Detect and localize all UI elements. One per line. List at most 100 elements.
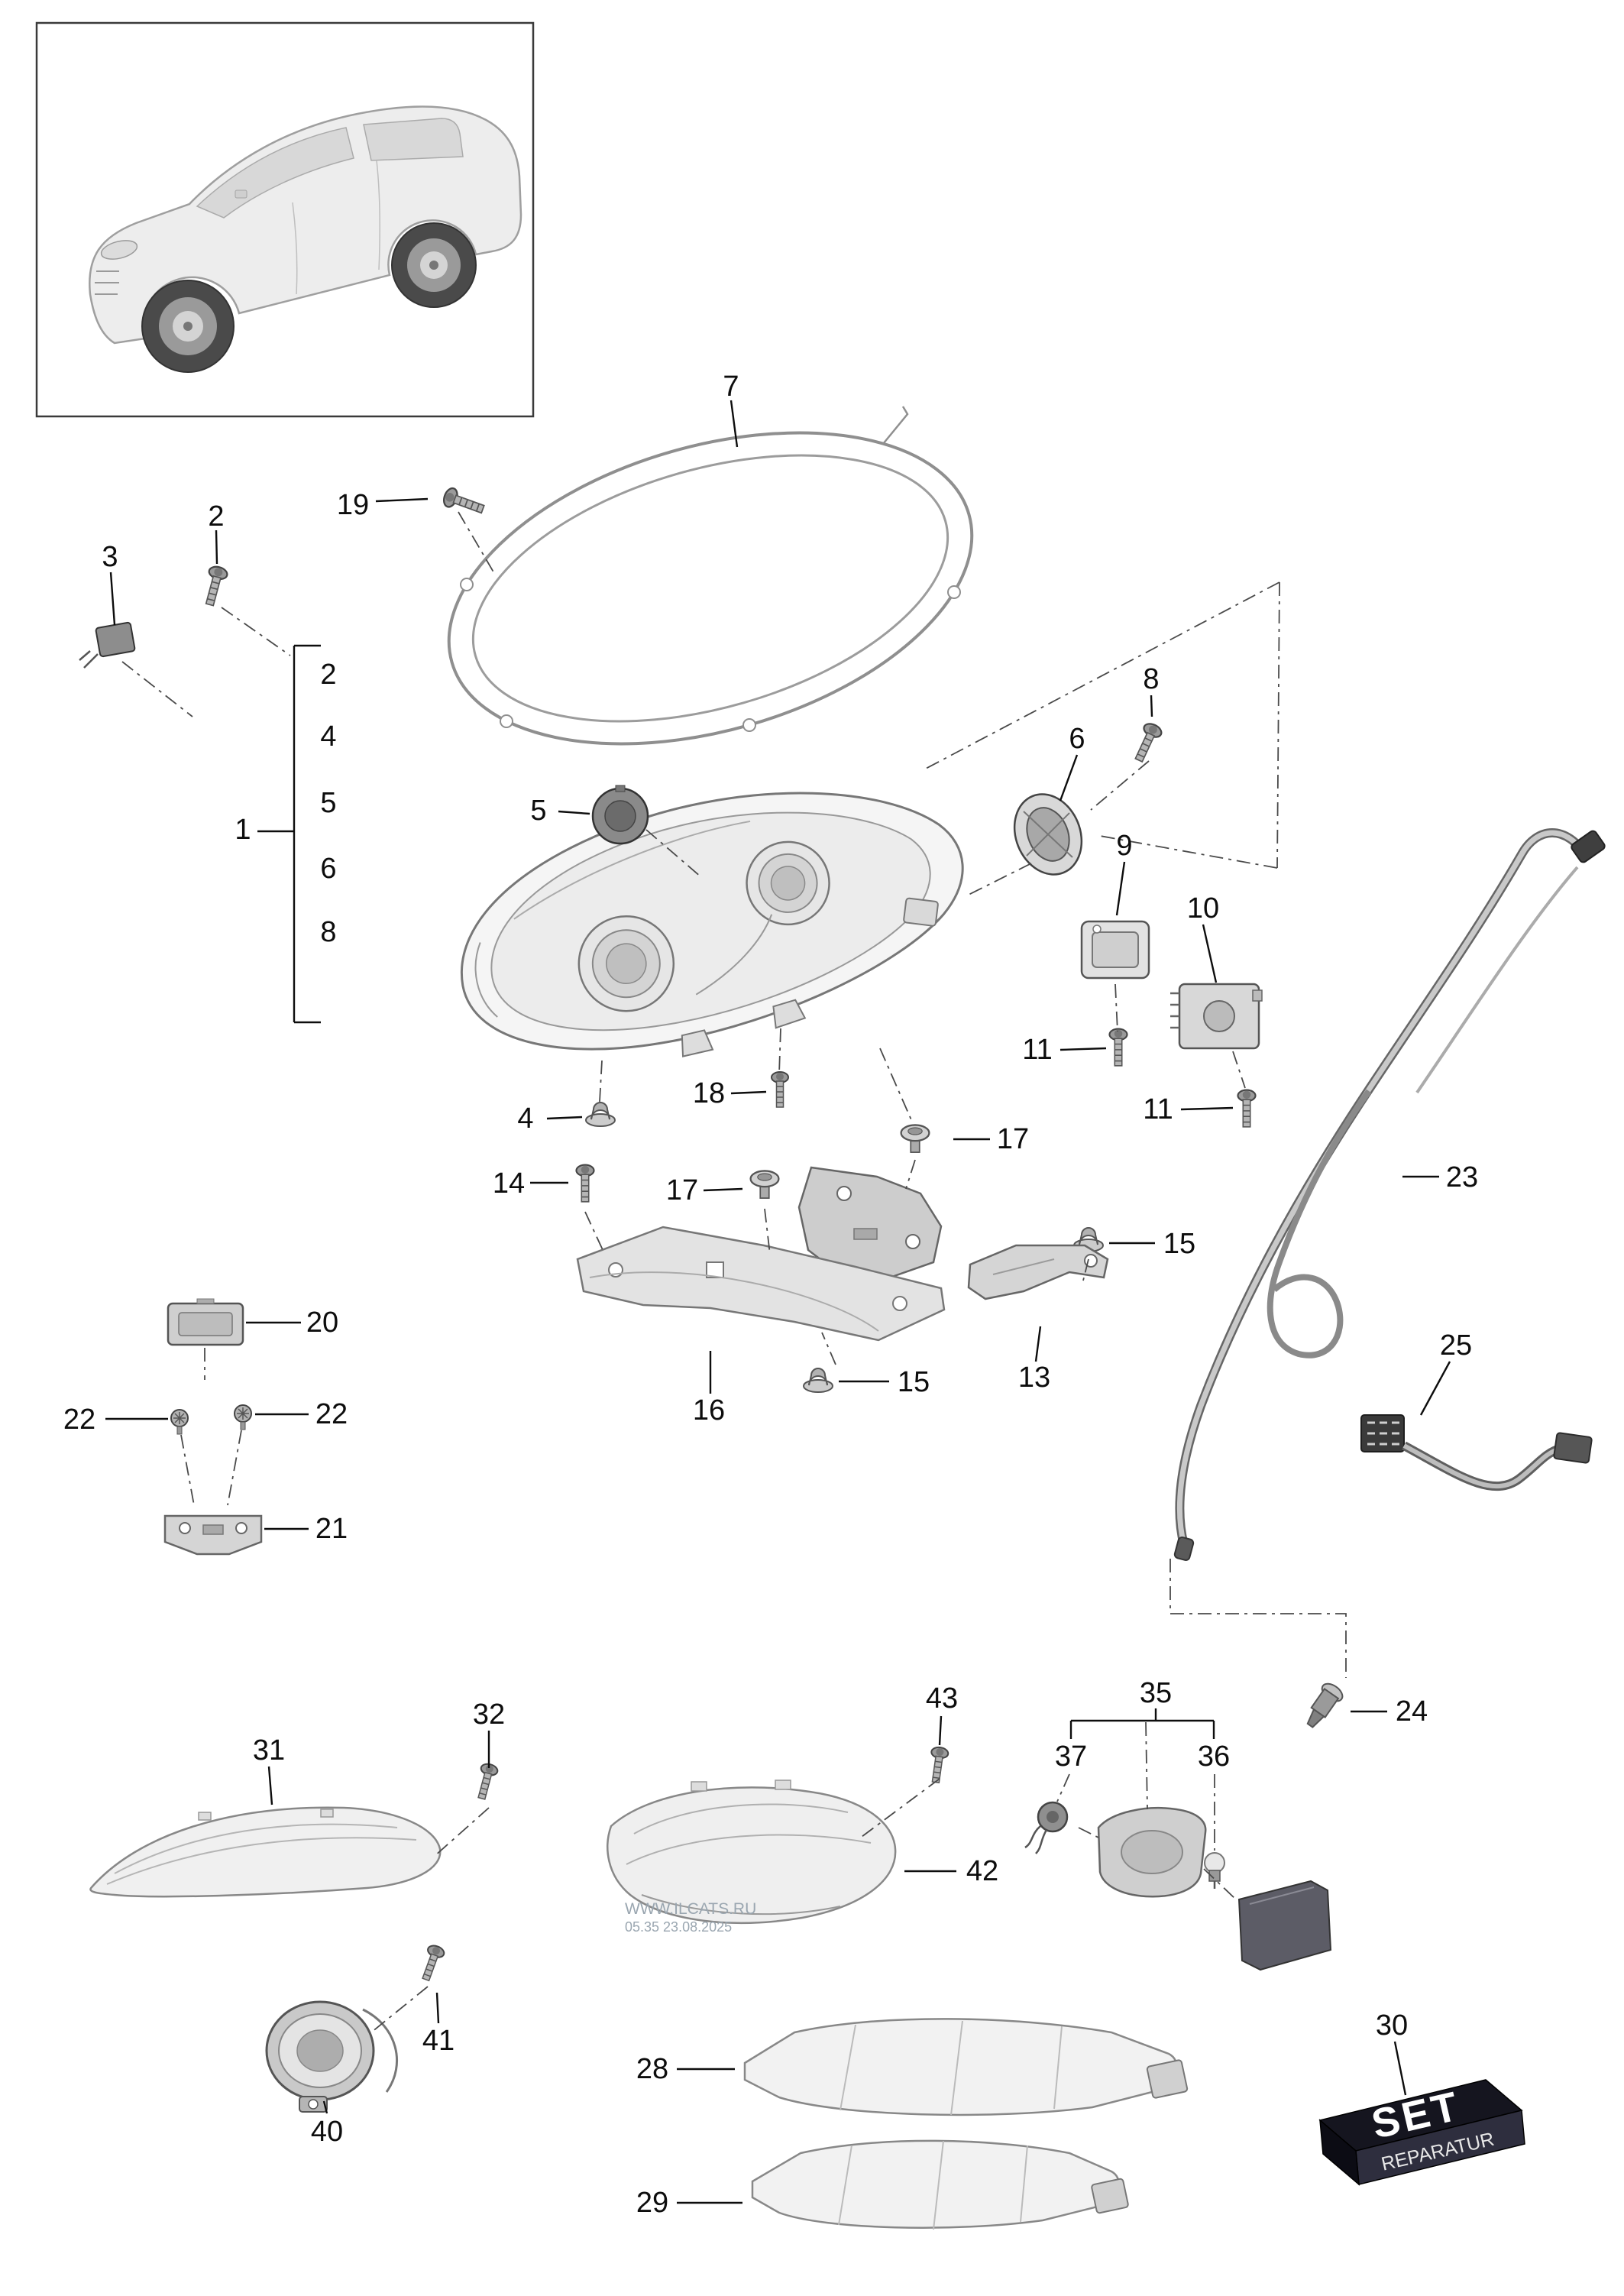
group1-item-2[interactable]: 2 [320,659,336,691]
grommet-17-left [749,1170,780,1200]
screw-22-right [234,1404,252,1430]
screw-22-left [170,1409,189,1435]
callout-23[interactable]: 23 [1446,1161,1478,1193]
callout-17-right[interactable]: 17 [997,1123,1029,1155]
callout-14[interactable]: 14 [493,1167,525,1200]
callout-18[interactable]: 18 [693,1077,725,1109]
grommet-17-right [900,1124,930,1154]
bracket-3 [79,621,136,669]
screw-11-right [1237,1089,1257,1128]
watermark-line1: WWW.ILCATS.RU [625,1900,756,1918]
callout-36[interactable]: 36 [1198,1741,1230,1773]
callout-41[interactable]: 41 [422,2025,455,2057]
bracket-13 [967,1244,1109,1300]
callout-11-right[interactable]: 11 [1143,1093,1173,1125]
construction-lines [121,511,1347,2033]
callout-31[interactable]: 31 [253,1734,285,1767]
control-module-9 [1080,920,1150,980]
cap-6 [1013,793,1083,876]
callout-42[interactable]: 42 [966,1855,998,1887]
callout-43[interactable]: 43 [926,1682,958,1715]
lamp-holder-35 [1097,1807,1207,1898]
callout-22-right[interactable]: 22 [315,1398,348,1430]
screw-8 [1129,720,1165,766]
bracket-16-upper [797,1166,943,1279]
callout-11-left[interactable]: 11 [1022,1034,1052,1066]
screw-14 [575,1164,595,1203]
front-lamp-42 [607,1779,897,1924]
headlamp-trim-ring [447,406,974,746]
watermark-line2: 05.35 23.08.2025 [625,1919,732,1935]
watermark: WWW.ILCATS.RU 05.35 23.08.2025 [625,1900,756,1935]
group1-item-5[interactable]: 5 [320,787,336,819]
repair-connector-25 [1360,1414,1593,1491]
cable-harness-23 [1173,828,1606,1561]
callout-labels: 7 19 2 3 1 2 4 5 6 8 5 6 8 9 10 11 11 18… [63,371,1478,2219]
drl-strip-28 [743,2018,1189,2116]
callout-16[interactable]: 16 [693,1394,725,1426]
callout-8[interactable]: 8 [1143,663,1159,695]
callout-28[interactable]: 28 [636,2053,668,2085]
headlamp-connector-tab [903,897,939,927]
bracket-16-lower [576,1226,946,1342]
callout-19[interactable]: 19 [337,489,369,521]
callout-35[interactable]: 35 [1140,1677,1172,1709]
screw-11-left [1108,1028,1128,1067]
callout-9[interactable]: 9 [1116,830,1132,862]
screw-41 [417,1942,447,1983]
vehicle-illustration [89,105,522,373]
socket-37 [1024,1801,1069,1854]
callout-22-left[interactable]: 22 [63,1404,95,1436]
callout-25[interactable]: 25 [1440,1329,1472,1362]
headlamp-assembly [461,792,964,1057]
leader-lines [105,400,1451,2204]
harness-tip [1173,1537,1195,1561]
bulb-24 [1306,1682,1344,1728]
callout-7[interactable]: 7 [723,371,739,403]
bracket-21 [163,1514,263,1556]
screw-32 [472,1761,500,1802]
group1-item-8[interactable]: 8 [320,916,336,948]
callout-6[interactable]: 6 [1069,723,1085,755]
callout-13[interactable]: 13 [1018,1362,1050,1394]
mounting-lug-left [681,1029,714,1057]
group1-item-6[interactable]: 6 [320,853,336,885]
callout-4[interactable]: 4 [517,1103,533,1135]
screw-43 [926,1745,950,1785]
callout-32[interactable]: 32 [473,1699,505,1731]
control-module-10 [1170,983,1263,1050]
nut-4 [585,1102,616,1127]
bulb-36 [1204,1852,1225,1889]
callout-15-right[interactable]: 15 [1163,1228,1195,1260]
callout-30[interactable]: 30 [1376,2009,1408,2042]
repair-set-box: SET REPARATUR [1318,2079,1525,2186]
callout-40[interactable]: 40 [311,2116,343,2148]
callout-15-bottom[interactable]: 15 [898,1366,930,1398]
lens-35 [1237,1880,1332,1971]
callout-3[interactable]: 3 [102,541,118,573]
group1-item-4[interactable]: 4 [320,721,336,753]
callout-20[interactable]: 20 [306,1307,338,1339]
fog-lamp-40 [265,2000,398,2113]
side-marker-lamp-31 [89,1806,442,1898]
callout-24[interactable]: 24 [1396,1695,1428,1728]
callout-1[interactable]: 1 [235,814,251,846]
callout-5[interactable]: 5 [530,795,546,827]
cap-5 [591,785,649,845]
screw-2 [199,564,230,608]
screw-18 [771,1071,789,1108]
screw-19 [440,485,487,520]
callout-21[interactable]: 21 [315,1513,348,1545]
callout-17-left[interactable]: 17 [666,1174,698,1206]
module-20 [167,1298,244,1346]
harness-end-connector [1571,830,1606,863]
callout-2[interactable]: 2 [208,500,224,533]
vehicle-thumbnail [35,21,535,418]
callout-29[interactable]: 29 [636,2187,668,2219]
trim-ring-tab [882,406,909,445]
mounting-lug-right [772,999,807,1029]
callout-37[interactable]: 37 [1055,1741,1087,1773]
callout-10[interactable]: 10 [1187,892,1219,925]
